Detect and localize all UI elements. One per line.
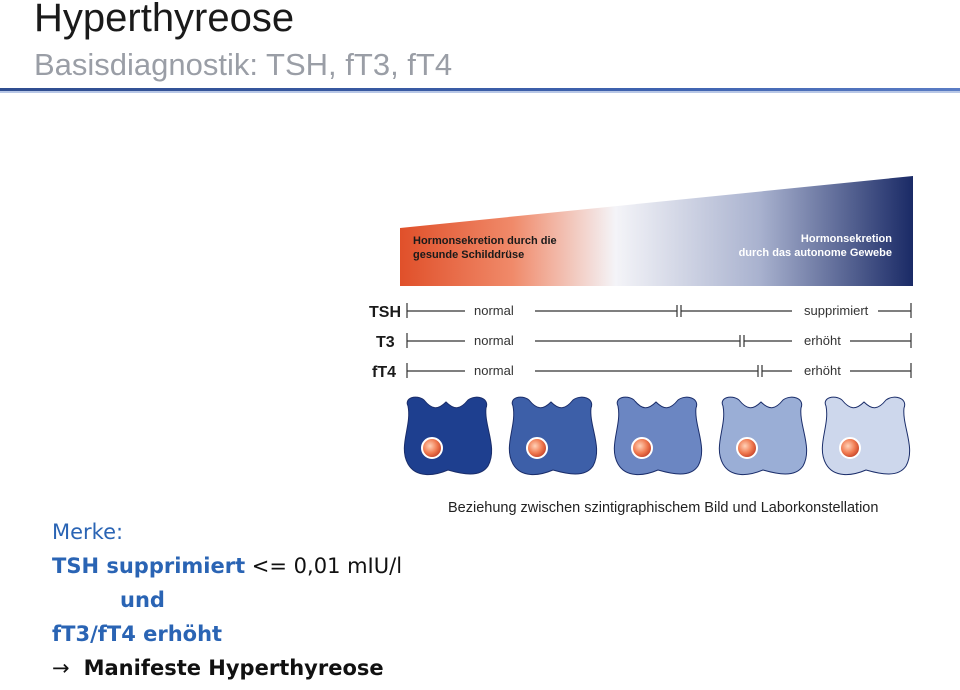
title-divider — [0, 88, 960, 91]
scintigraphy-figure: Hormonsekretion durch die gesunde Schild… — [310, 160, 940, 530]
notes-block: Merke: TSH supprimiert <= 0,01 mIU/l und… — [52, 515, 402, 685]
thyroid-scan-1 — [403, 396, 493, 475]
wedge-left-label-1: Hormonsekretion durch die — [413, 235, 557, 247]
thyroid-scan-4 — [718, 396, 808, 475]
range-line-tsh — [406, 303, 912, 318]
t3-normal-label: normal — [474, 333, 514, 348]
page-subtitle: Basisdiagnostik: TSH, fT3, fT4 — [34, 47, 453, 82]
thyroid-scan-5 — [821, 396, 911, 475]
thyroid-scan-2 — [508, 396, 598, 475]
thyroid-scan-3 — [613, 396, 703, 475]
row-label-t3: T3 — [376, 334, 395, 351]
thyroid-scans — [403, 396, 911, 475]
tsh-normal-label: normal — [474, 303, 514, 318]
hot-nodule-4 — [736, 437, 758, 459]
merke-label: Merke: — [52, 520, 124, 544]
wedge-left-label-2: gesunde Schilddrüse — [413, 249, 524, 261]
hot-nodule-3 — [631, 437, 653, 459]
wedge-right-label-1: Hormonsekretion — [801, 233, 892, 245]
tsh-suppressed-text: TSH supprimiert — [52, 554, 246, 578]
page-title: Hyperthyreose — [34, 0, 295, 40]
arrow-right-icon: → — [52, 656, 70, 680]
figure-caption: Beziehung zwischen szintigraphischem Bil… — [448, 500, 878, 516]
ft4-elevated-label: erhöht — [804, 363, 841, 378]
hot-nodule-5 — [839, 437, 861, 459]
row-label-tsh: TSH — [369, 304, 401, 321]
hot-nodule-2 — [526, 437, 548, 459]
wedge-right-label-2: durch das autonome Gewebe — [739, 247, 892, 259]
conclusion-line: → Manifeste Hyperthyreose — [52, 651, 402, 685]
figure-svg: Hormonsekretion durch die gesunde Schild… — [369, 176, 913, 516]
tsh-threshold-text: <= 0,01 mIU/l — [245, 554, 403, 578]
row-label-ft4: fT4 — [372, 364, 396, 381]
ft-elevated-text: fT3/fT4 erhöht — [52, 622, 223, 646]
hot-nodule-1 — [421, 437, 443, 459]
range-line-ft4 — [406, 363, 912, 378]
conclusion-text: Manifeste Hyperthyreose — [83, 656, 384, 680]
hormone-wedge — [400, 176, 913, 286]
ft4-normal-label: normal — [474, 363, 514, 378]
tsh-note: TSH supprimiert <= 0,01 mIU/l — [52, 549, 402, 583]
range-line-t3 — [406, 333, 912, 348]
title-divider-shadow — [0, 91, 960, 93]
tsh-suppressed-label: supprimiert — [804, 303, 869, 318]
und-text: und — [120, 588, 165, 612]
t3-elevated-label: erhöht — [804, 333, 841, 348]
